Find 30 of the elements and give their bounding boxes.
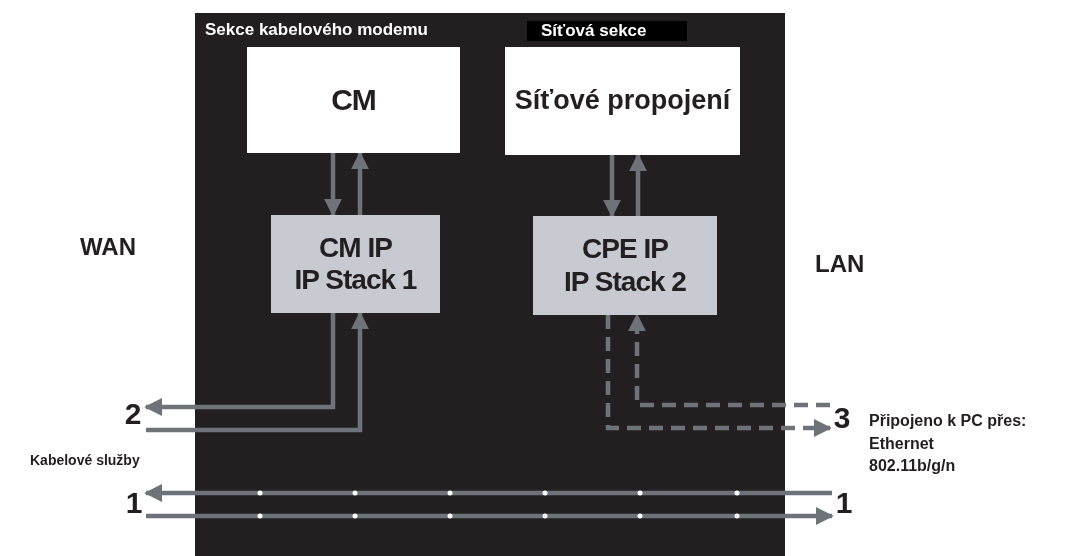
service-label: Kabelové služby: [30, 452, 140, 468]
stack-box: [533, 216, 717, 315]
arrow: [144, 484, 832, 502]
box-text: IP Stack 2: [564, 265, 686, 298]
connection-note: Ethernet: [869, 435, 934, 453]
section-heading: Síťová sekce: [527, 21, 687, 41]
box-text: IP Stack 1: [294, 264, 417, 297]
arrow: [603, 155, 621, 218]
arrow: [146, 507, 834, 525]
port-number: 2: [120, 393, 146, 435]
side-label: LAN: [815, 250, 865, 278]
stack-box: [271, 215, 440, 313]
side-label: WAN: [80, 233, 136, 261]
port-number: 1: [122, 485, 146, 522]
arrow: [144, 313, 336, 416]
box-text: CM IP: [319, 231, 392, 264]
connection-note: Připojeno k PC přes:: [869, 412, 1027, 430]
arrow: [351, 151, 369, 215]
arrow: [629, 153, 647, 216]
port-number: 1: [832, 485, 856, 522]
arrow: [146, 311, 369, 433]
port-number: 3: [830, 398, 854, 438]
module-box: CM: [247, 47, 460, 153]
module-box: Síťové propojení: [505, 47, 740, 155]
arrow: [324, 153, 342, 217]
section-heading: Sekce kabelového modemu: [205, 20, 428, 40]
connection-note: 802.11b/g/n: [869, 457, 956, 475]
arrow: [628, 313, 830, 408]
box-text: CPE IP: [582, 233, 668, 266]
arrow: [605, 315, 832, 437]
